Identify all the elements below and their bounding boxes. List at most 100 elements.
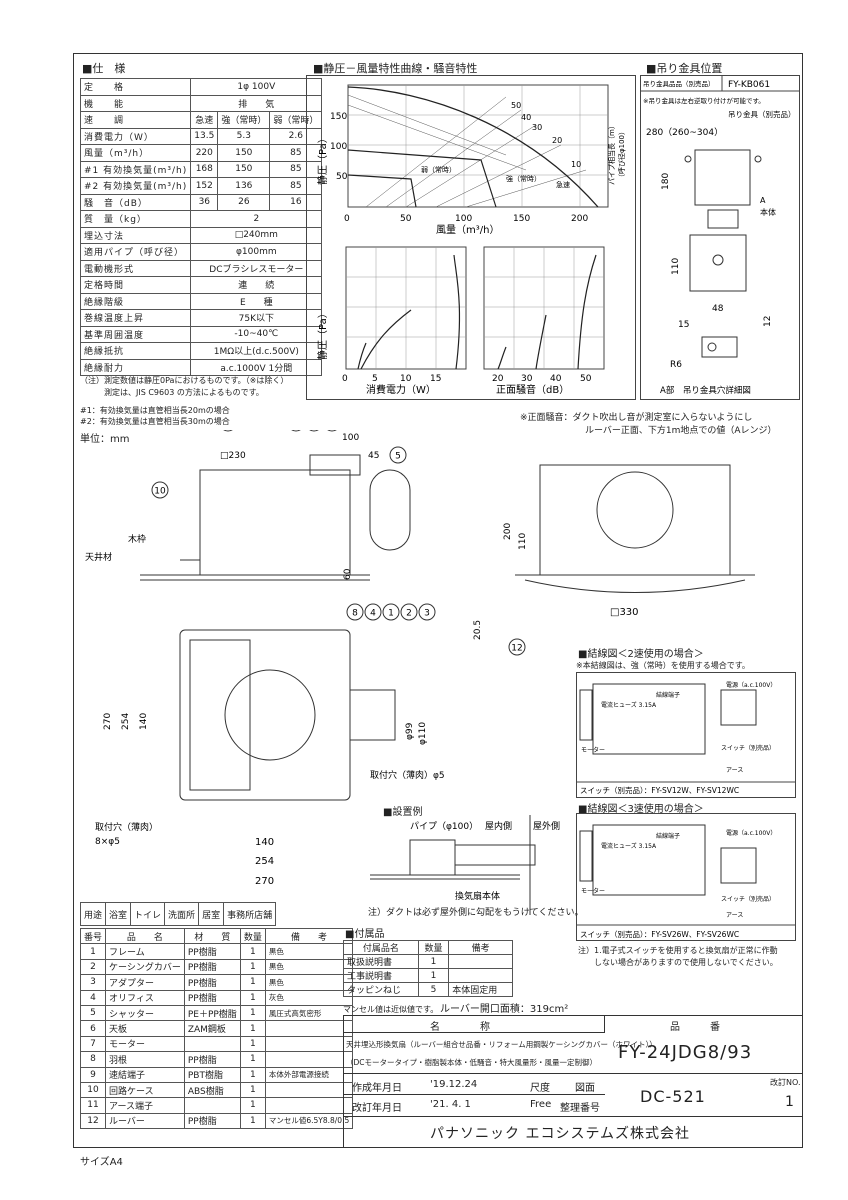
parts-cell: 1 bbox=[239, 1035, 266, 1053]
acc-cell bbox=[448, 968, 513, 983]
balloon-label: 3 bbox=[424, 609, 430, 619]
balloon-circle bbox=[309, 430, 319, 432]
pipe-axis-label: パイプ相当長（m） bbox=[607, 122, 616, 185]
use-cell: 用途 bbox=[79, 902, 107, 926]
side-view bbox=[140, 454, 411, 581]
spec-label: 定 格 bbox=[79, 78, 192, 96]
doc-number: DC-521 bbox=[640, 1087, 706, 1106]
install-outdoor: 屋外側 bbox=[533, 820, 560, 832]
parts-cell: 黒色 bbox=[264, 943, 354, 960]
spec-value: 5.3 bbox=[217, 127, 271, 145]
acc-cell: 5 bbox=[417, 982, 450, 997]
dim-140-bottom: 140 bbox=[255, 837, 274, 848]
parts-header-row: 番号品 名材 質数量備 考 bbox=[79, 927, 354, 945]
parts-cell: 7 bbox=[79, 1035, 107, 1053]
install-pipe: パイプ（φ100） bbox=[410, 821, 478, 832]
dim-phi99: φ99 bbox=[405, 722, 415, 740]
parts-cell: マンセル値6.5Y8.8/0.5 bbox=[264, 1112, 354, 1130]
dim-60: 60 bbox=[343, 568, 353, 580]
spec-label: 速 調 bbox=[79, 111, 192, 129]
unit-label: 単位：mm bbox=[80, 434, 130, 445]
parts-cell: ケーシングカバー bbox=[105, 958, 185, 976]
hanger-title: ■吊り金具位置 bbox=[646, 62, 723, 75]
y-axis-label: 静圧（Pa） bbox=[316, 133, 329, 185]
plan-view bbox=[179, 629, 396, 801]
hanger-part-label: 吊り金具品品（別売品） bbox=[643, 79, 715, 88]
use-cell: トイレ bbox=[130, 902, 166, 926]
acc-cell: タッピンねじ bbox=[343, 982, 419, 997]
spec-value: 2 bbox=[190, 210, 323, 228]
spec-label: 機 能 bbox=[79, 94, 192, 112]
wiring3-note-1: 注）1.電子式スイッチを使用すると換気扇が正常に作動 bbox=[578, 946, 778, 955]
spec-value: E 種 bbox=[190, 292, 323, 310]
spec-value: φ100mm bbox=[190, 243, 323, 261]
hanger-body-label: 本体 bbox=[760, 207, 776, 217]
product-name-2: （DCモータータイプ・樹脂製本体・低騒音・特大風量形・風量一定制御） bbox=[346, 1058, 598, 1067]
spec-row: 埋込寸法□240mm bbox=[79, 226, 323, 244]
spec-value: a.c.1000V 1分間 bbox=[190, 358, 323, 376]
dim-200: 200 bbox=[503, 523, 513, 540]
balloon-circle bbox=[418, 603, 436, 621]
install-diagram: パイプ（φ100） 屋内側 屋外側 換気扇本体 bbox=[370, 815, 560, 915]
dim-180: 180 bbox=[661, 173, 671, 190]
parts-cell bbox=[264, 1081, 354, 1099]
front-view bbox=[515, 464, 755, 593]
spec-label: 絶縁抵抗 bbox=[79, 342, 192, 360]
power-graph bbox=[345, 246, 467, 370]
wiring2-switch-box: スイッチ（別売品） bbox=[721, 744, 775, 752]
parts-cell: 1 bbox=[239, 1020, 266, 1037]
hanger-detail-caption: A部 吊り金具穴詳細図 bbox=[660, 385, 751, 396]
wiring2-motor: モーター bbox=[581, 746, 605, 754]
spec-label: 質 量（kg） bbox=[79, 210, 192, 228]
parts-cell: 2 bbox=[79, 958, 107, 976]
product-name-1: 天井埋込形換気扇（ルーバー組合せ品番・リフォーム用鋼製ケーシングカバー（ホワイト… bbox=[346, 1040, 657, 1049]
x1-tick-0: 0 bbox=[344, 214, 350, 224]
x3-axis-label: 正面騒音（dB） bbox=[496, 383, 569, 396]
acc-cell: 工事説明書 bbox=[343, 968, 419, 983]
num-label: 整理番号 bbox=[560, 1103, 600, 1114]
dim-254: 254 bbox=[121, 713, 131, 730]
spec-value: 13.5 bbox=[190, 127, 219, 145]
spec-value: 1φ 100V bbox=[190, 78, 323, 96]
x1-tick-200: 200 bbox=[571, 214, 588, 224]
wiring3-box: 結線端子 bbox=[656, 832, 680, 840]
footnote-1: #1：有効換気量は直管相当長20mの場合 bbox=[80, 406, 230, 415]
parts-header-cell: 番号 bbox=[79, 927, 107, 945]
parts-cell: 1 bbox=[239, 1112, 266, 1130]
company-name: パナソニック エコシステムズ株式会社 bbox=[430, 1126, 691, 1142]
pipe-axis-sub: （呼び径φ100） bbox=[617, 128, 626, 181]
spec-value: 急速 bbox=[190, 111, 219, 129]
wiring3-power: 電源（a.c.100V） bbox=[726, 829, 776, 837]
x2-tick-0: 0 bbox=[342, 374, 348, 384]
uses-table: 用途浴室トイレ洗面所居室事務所店舗 bbox=[79, 902, 277, 926]
spec-value: 26 bbox=[217, 193, 271, 211]
pipe-label-10: 10 bbox=[571, 160, 581, 169]
parts-cell bbox=[183, 1035, 241, 1053]
created-label: 作成年月日 bbox=[352, 1083, 402, 1094]
install-indoor: 屋内側 bbox=[485, 820, 512, 832]
free-label: Free bbox=[530, 1099, 552, 1110]
spec-label: 絶縁階級 bbox=[79, 292, 192, 310]
parts-cell: 天板 bbox=[105, 1020, 185, 1037]
spec-value: □240mm bbox=[190, 226, 323, 244]
wiring3-fuse: 電流ヒューズ 3.15A bbox=[601, 842, 657, 850]
balloon-circle bbox=[400, 603, 418, 621]
parts-cell: 1 bbox=[239, 958, 266, 976]
scale-label: 尺度 bbox=[530, 1083, 550, 1094]
wiring3-earth: アース bbox=[726, 912, 743, 919]
dim-100: 100 bbox=[342, 433, 359, 443]
balloon-circle bbox=[382, 603, 400, 621]
